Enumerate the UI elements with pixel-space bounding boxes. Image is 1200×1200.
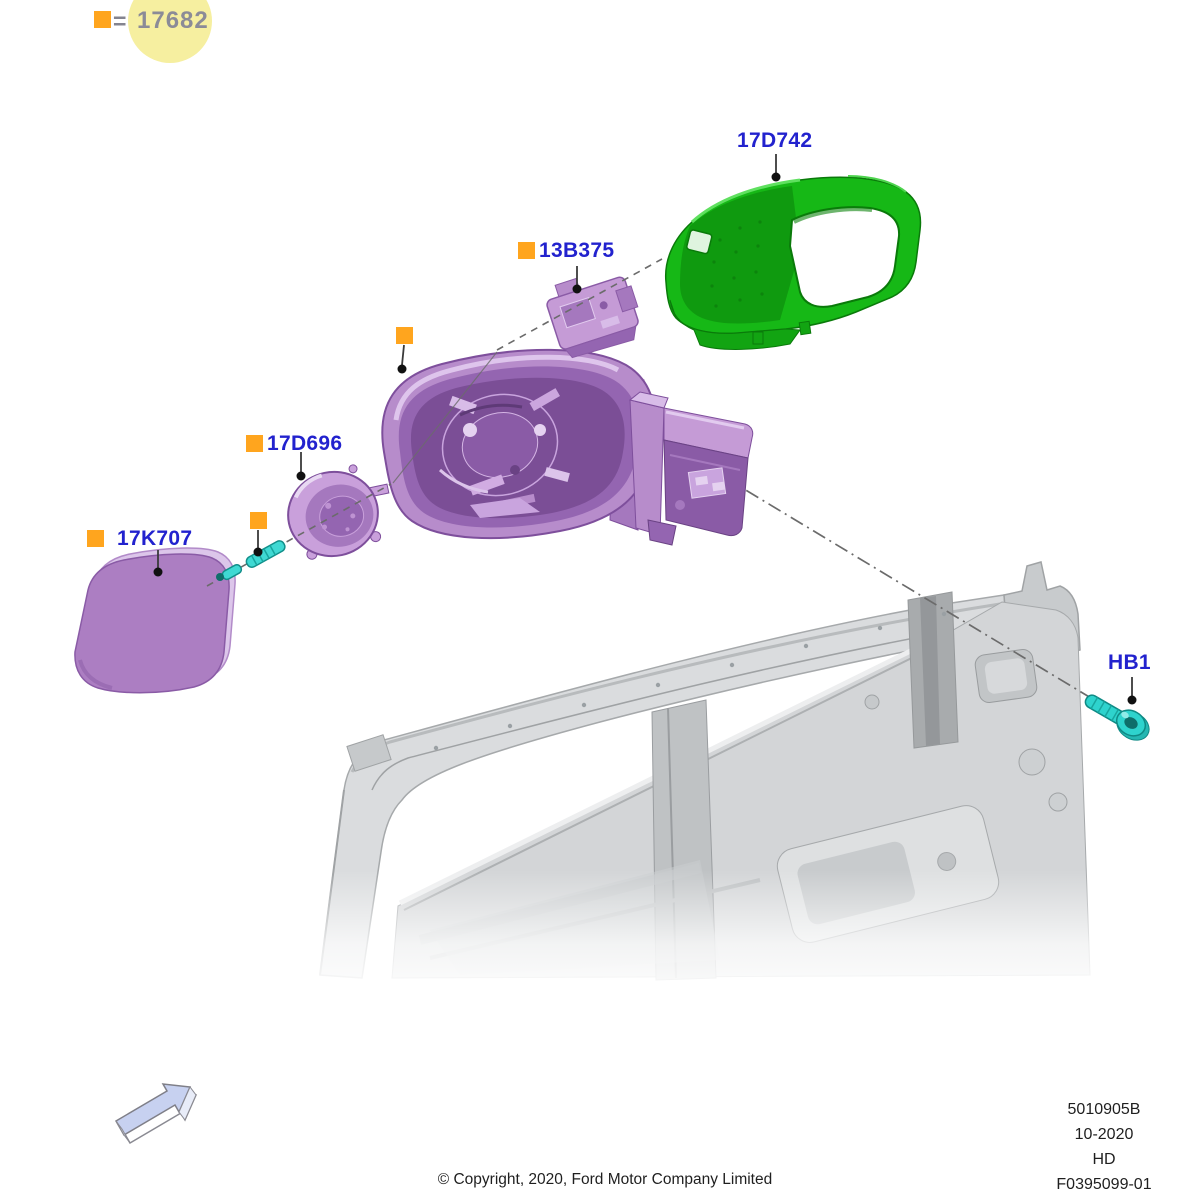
marker-square-icon <box>518 242 535 259</box>
copyright-notice: © Copyright, 2020, Ford Motor Company Li… <box>437 1171 773 1188</box>
mirror-assembly-part <box>381 348 754 546</box>
mirror-glass-part <box>74 547 236 694</box>
callout-HB1[interactable]: HB1 <box>1108 651 1151 674</box>
exploded-axis-lines-front <box>206 258 663 587</box>
callout-dot <box>253 547 263 557</box>
callout-dot <box>572 284 582 294</box>
callout-screw-marker[interactable] <box>250 512 267 529</box>
marker-square-icon <box>250 512 267 529</box>
drawing-info-block: 5010905B 10-2020 HD F0395099-01 <box>1030 1097 1178 1197</box>
doc-code: HD <box>1092 1151 1116 1168</box>
callout-dot <box>153 567 163 577</box>
marker-square-icon <box>246 435 263 452</box>
callout-17D696[interactable]: 17D696 <box>246 432 343 455</box>
doc-date: 10-2020 <box>1074 1126 1134 1143</box>
callout-13B375[interactable]: 13B375 <box>518 239 615 262</box>
callout-label[interactable]: 17D742 <box>737 129 813 152</box>
callout-label[interactable]: 13B375 <box>539 239 615 262</box>
mounting-bracket-part <box>546 276 639 359</box>
front-direction-arrow <box>114 1083 198 1145</box>
callout-label[interactable]: 17D696 <box>267 432 343 455</box>
mirror-cap-part <box>664 175 922 350</box>
mirror-motor-part <box>287 464 390 560</box>
door-frame-illustration <box>295 561 1110 1010</box>
callout-17K707[interactable]: 17K707 <box>87 527 193 550</box>
bolt-part <box>1084 694 1150 741</box>
callout-dot <box>296 471 306 481</box>
legend-equals: = <box>113 8 127 34</box>
callout-17D742[interactable]: 17D742 <box>737 129 813 152</box>
doc-number: 5010905B <box>1067 1101 1141 1118</box>
callout-label[interactable]: 17K707 <box>117 527 193 550</box>
exploded-axis-lines <box>723 476 1092 699</box>
legend-marker-square <box>94 11 111 28</box>
callout-label[interactable]: HB1 <box>1108 651 1151 674</box>
marker-square-icon <box>396 327 413 344</box>
callout-dot <box>771 172 781 182</box>
legend-part-number[interactable]: 17682 <box>137 7 209 34</box>
callout-mirror-assembly-marker[interactable] <box>396 327 413 344</box>
marker-square-icon <box>87 530 104 547</box>
screw-part <box>216 540 286 581</box>
callout-dot <box>397 364 407 374</box>
figure-code: F0395099-01 <box>1056 1176 1152 1193</box>
leader-lines <box>153 154 1137 705</box>
callout-dot <box>1127 695 1137 705</box>
